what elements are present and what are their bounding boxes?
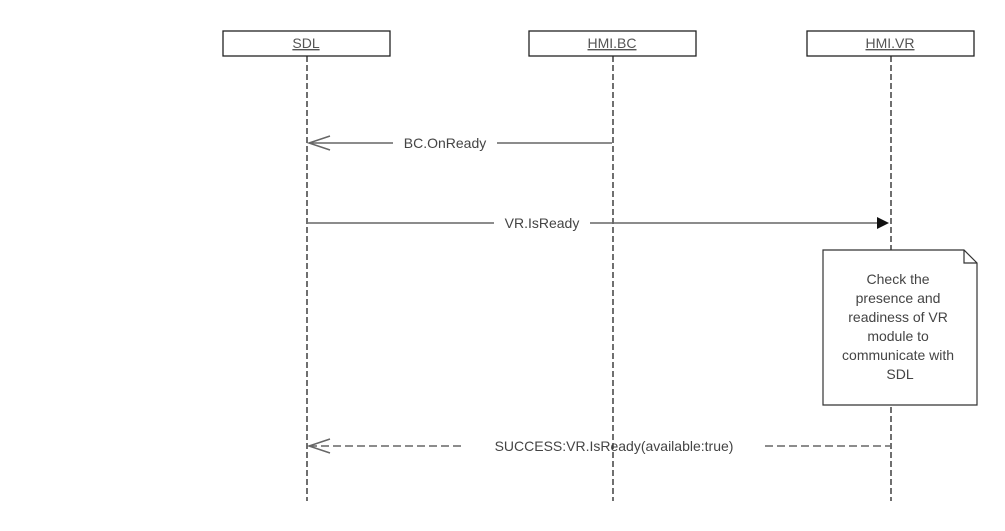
- message-success-label: SUCCESS:VR.IsReady(available:true): [495, 438, 734, 454]
- note-line: presence and: [856, 290, 941, 306]
- note-line: readiness of VR: [848, 309, 948, 325]
- message-bc-onready[interactable]: BC.OnReady: [306, 135, 612, 151]
- note-fold-icon: [963, 250, 977, 264]
- message-bc-onready-label: BC.OnReady: [404, 135, 486, 151]
- filled-arrowhead-icon: [877, 217, 889, 229]
- note-line: SDL: [886, 366, 913, 382]
- note-line: module to: [867, 328, 929, 344]
- participant-hmi-vr[interactable]: HMI.VR: [806, 30, 975, 57]
- open-arrowhead-icon: [306, 135, 331, 151]
- note-line: communicate with: [842, 347, 954, 363]
- message-vr-isready-label: VR.IsReady: [505, 215, 580, 231]
- note-box[interactable]: Check the presence and readiness of VR m…: [822, 249, 978, 406]
- svg-text:Check the presence and: Check the presence and readiness of VR m…: [842, 271, 958, 382]
- participant-hmi-bc[interactable]: HMI.BC: [528, 30, 697, 57]
- participant-hmi-bc-label: HMI.BC: [588, 35, 637, 51]
- message-vr-isready[interactable]: VR.IsReady: [308, 215, 889, 231]
- open-arrowhead-icon: [306, 438, 331, 454]
- note-line: Check the: [867, 271, 930, 287]
- participant-sdl-label: SDL: [292, 35, 319, 51]
- participant-hmi-vr-label: HMI.VR: [866, 35, 915, 51]
- message-success-vr-isready[interactable]: SUCCESS:VR.IsReady(available:true): [306, 438, 890, 454]
- participant-sdl[interactable]: SDL: [222, 30, 391, 57]
